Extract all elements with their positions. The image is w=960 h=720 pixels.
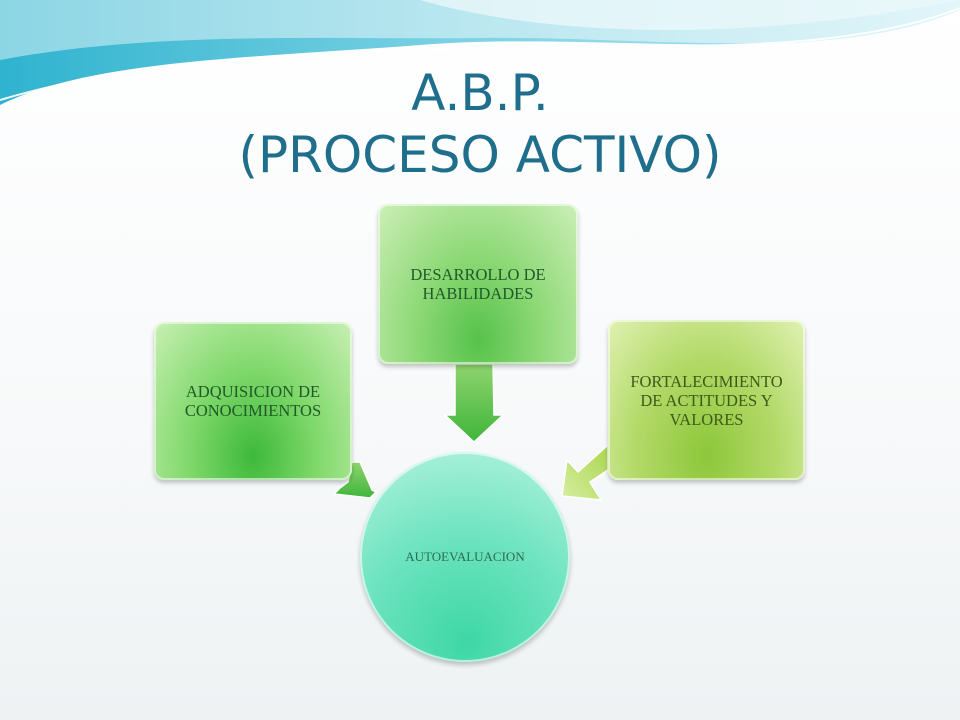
node-label: DESARROLLO DE HABILIDADES: [410, 265, 546, 303]
node-label: ADQUISICION DE CONOCIMIENTOS: [184, 382, 322, 420]
arrow-desarrollo-to-autoevaluacion: [443, 363, 505, 444]
arrow-fortalecimiento-to-autoevaluacion: [561, 443, 609, 501]
node-desarrollo-habilidades: DESARROLLO DE HABILIDADES: [378, 204, 578, 364]
header-wave-decoration: [0, 0, 960, 105]
node-adquisicion-conocimientos: ADQUISICION DE CONOCIMIENTOS: [154, 322, 352, 480]
title-line-1: A.B.P.: [411, 64, 549, 122]
node-fortalecimiento-actitudes: FORTALECIMIENTO DE ACTITUDES Y VALORES: [608, 320, 805, 480]
title-line-2: (PROCESO ACTIVO): [238, 126, 722, 184]
node-label: FORTALECIMIENTO DE ACTITUDES Y VALORES: [630, 371, 783, 429]
slide-title: A.B.P. (PROCESO ACTIVO): [0, 62, 960, 186]
node-autoevaluacion: AUTOEVALUACION: [360, 452, 570, 662]
node-label: AUTOEVALUACION: [405, 549, 525, 564]
